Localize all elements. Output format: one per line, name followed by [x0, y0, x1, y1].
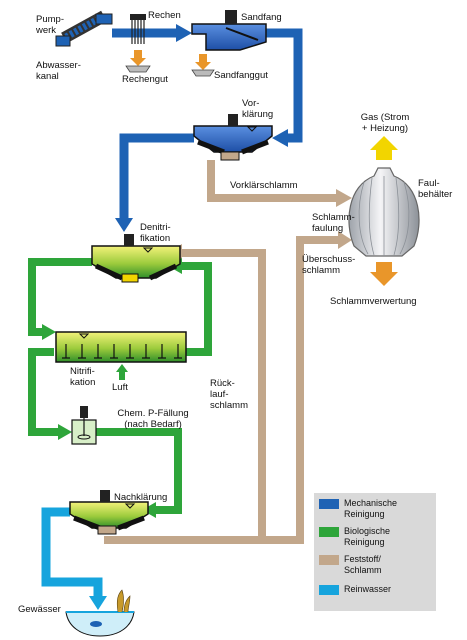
internal-recycle-pipe: [180, 262, 212, 356]
label-vorklaerschlamm: Vorklärschlamm: [230, 180, 298, 191]
label-gewaesser: Gewässer: [18, 604, 61, 615]
label-luft: Luft: [112, 382, 128, 393]
denitrification-tank: [91, 234, 181, 283]
label-sandfanggut: Sandfanggut: [214, 70, 268, 81]
grit-chamber: [191, 10, 267, 77]
label-ruecklaufschlamm: Rück- lauf- schlamm: [210, 378, 249, 411]
phosphate-precipitation-tank: [71, 406, 97, 445]
legend-swatch: [319, 527, 339, 537]
arrowhead-to-nitri: [42, 324, 56, 340]
arrowhead-to-denitri: [115, 218, 133, 232]
return-sludge-pipe: [104, 249, 266, 544]
label-pumpwerk: Pump- werk: [36, 14, 64, 36]
legend-label: Biologische Reinigung: [344, 526, 391, 547]
legend-swatch: [319, 585, 339, 595]
label-gas: Gas (Strom + Heizung): [360, 112, 410, 134]
air-arrow: [116, 364, 128, 380]
receiving-water: [65, 589, 135, 637]
digester-bulb: [348, 136, 420, 286]
sandfanggut-arrow: [195, 54, 211, 70]
primary-clarifier: [193, 114, 273, 161]
label-sandfang: Sandfang: [241, 12, 282, 23]
biological-lines: [28, 258, 212, 518]
arrowhead-to-pfaellung: [58, 424, 72, 440]
clean-water-pipe: [41, 507, 103, 598]
clean-water-arrowhead: [89, 596, 107, 610]
label-nitrifikation: Nitrifi- kation: [70, 366, 96, 388]
rechengut-arrow: [130, 50, 146, 66]
legend-label: Mechanische Reinigung: [344, 498, 398, 519]
pipe-pfaellung-to-nachklaerung: [96, 428, 182, 514]
pipe-vorklaerung-to-denitri: [119, 133, 194, 220]
legend-swatch: [319, 499, 339, 509]
label-faulbehaelter: Faul- behälter: [418, 178, 453, 200]
mechanical-lines: [112, 24, 303, 232]
legend-label: Feststoff/ Schlamm: [344, 554, 382, 575]
pump-screw: [55, 10, 113, 47]
aerators: [62, 344, 182, 359]
primary-sludge-arrowhead: [336, 189, 352, 207]
arrowhead-to-vorklaerung: [272, 129, 288, 147]
label-p-faellung: Chem. P-Fällung (nach Bedarf): [117, 408, 189, 430]
label-rechengut: Rechengut: [122, 74, 168, 85]
pipe-denitri-to-nitri: [28, 258, 92, 336]
pipe-sandfang-to-vorklaerung: [266, 28, 303, 143]
arrowhead-to-sandfang: [176, 24, 192, 42]
label-denitrifikation: Denitri- fikation: [140, 222, 171, 244]
label-ueberschussschlamm: Überschuss- schlamm: [302, 254, 356, 276]
label-schlammverwertung: Schlammverwertung: [330, 296, 417, 307]
arrowhead-to-nachklaerung: [142, 502, 156, 518]
excess-sludge-pipe: [262, 236, 340, 544]
label-schlammfaulung: Schlamm- faulung: [312, 212, 355, 234]
sludge-reuse-arrow: [370, 262, 398, 286]
fish-icon: [90, 621, 102, 627]
label-rechen: Rechen: [148, 10, 181, 21]
screen-rechen: [125, 14, 151, 73]
label-vorklaerung: Vor- klärung: [242, 98, 274, 120]
legend-label: Reinwasser: [344, 584, 392, 594]
excess-sludge-arrowhead: [338, 231, 352, 249]
nitrification-basin: [55, 331, 187, 363]
gas-arrow: [370, 136, 398, 160]
label-nachklaerung: Nachklärung: [114, 492, 168, 503]
secondary-clarifier: [69, 490, 149, 535]
clean-water-line: [41, 507, 107, 610]
pipe-nitri-to-pfaellung: [28, 348, 60, 436]
label-abwasserkanal: Abwasser- kanal: [36, 60, 81, 82]
sludge-lines: [104, 160, 352, 544]
legend-swatch: [319, 555, 339, 565]
primary-sludge-pipe: [207, 160, 338, 202]
